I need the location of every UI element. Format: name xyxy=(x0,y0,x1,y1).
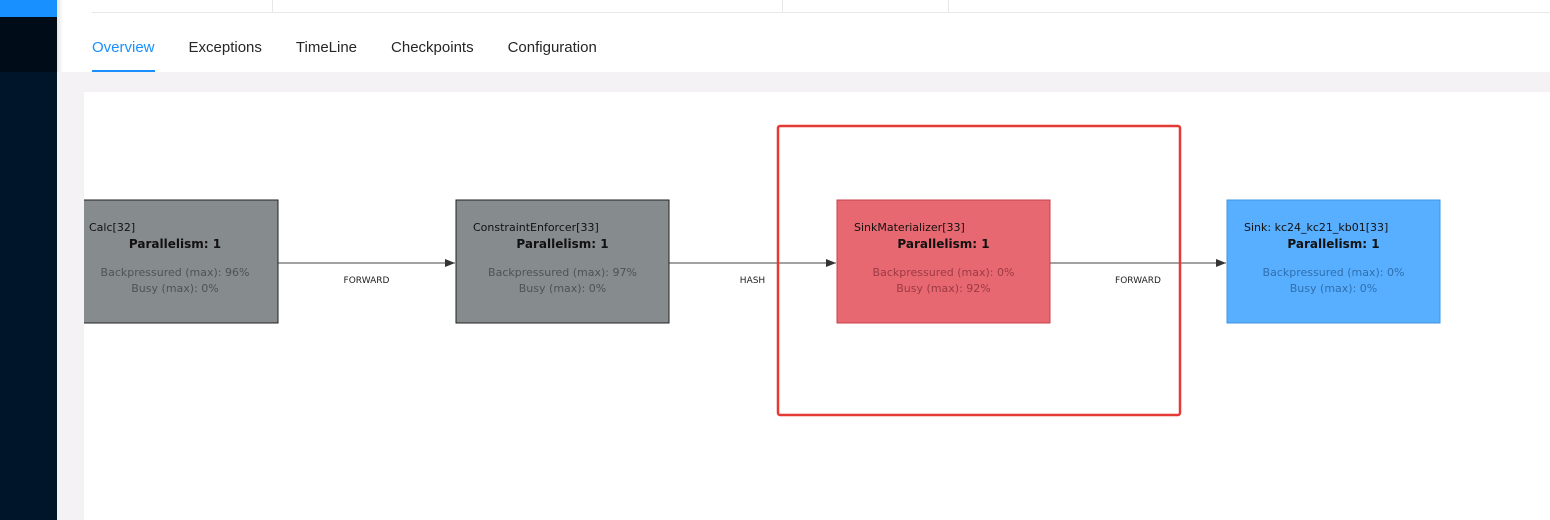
operator-node-box[interactable] xyxy=(836,199,1051,324)
sidebar-submenu[interactable] xyxy=(0,17,57,72)
sidebar-active-item[interactable] xyxy=(0,0,57,17)
operator-name: ConstraintEnforcer[33] xyxy=(473,221,599,234)
edge-label-forward: FORWARD xyxy=(344,276,390,286)
tab-configuration[interactable]: Configuration xyxy=(507,39,597,56)
tab-checkpoints[interactable]: Checkpoints xyxy=(391,39,474,56)
operator-busy: Busy (max): 0% xyxy=(519,282,606,295)
operator-name: SinkMaterializer[33] xyxy=(854,221,965,234)
tab-overview[interactable]: Overview xyxy=(92,28,155,72)
job-summary-table xyxy=(92,0,1550,13)
sidebar xyxy=(0,0,57,520)
job-graph[interactable]: FORWARD HASH FORWARD Calc[32] Parallelism: 1… xyxy=(84,92,1550,520)
tab-timeline[interactable]: TimeLine xyxy=(295,39,358,56)
operator-name: Calc[32] xyxy=(89,221,135,234)
operator-backpressure: Backpressured (max): 97% xyxy=(488,266,637,279)
edge-label-hash: HASH xyxy=(740,276,765,286)
operator-backpressure: Backpressured (max): 96% xyxy=(101,266,250,279)
operator-node-sinkmat[interactable]: SinkMaterializer[33] Parallelism: 1 Backpr… xyxy=(836,199,1051,324)
highlight-annotation-box xyxy=(776,124,1182,417)
job-tabs: Overview Exceptions TimeLine Checkpoints… xyxy=(92,28,631,72)
operator-node-box[interactable] xyxy=(1226,199,1441,324)
operator-parallelism: Parallelism: 1 xyxy=(897,237,989,251)
table-divider xyxy=(948,0,949,13)
table-divider xyxy=(272,0,273,13)
edge-label-forward: FORWARD xyxy=(1115,276,1161,286)
operator-backpressure: Backpressured (max): 0% xyxy=(1263,266,1405,279)
job-graph-canvas[interactable]: FORWARD HASH FORWARD Calc[32] Parallelism: 1… xyxy=(84,92,1550,520)
operator-node-box[interactable] xyxy=(84,199,279,324)
operator-parallelism: Parallelism: 1 xyxy=(516,237,608,251)
operator-node-box[interactable] xyxy=(455,199,670,324)
table-divider xyxy=(782,0,783,13)
operator-busy: Busy (max): 0% xyxy=(1290,282,1377,295)
operator-node-constraint[interactable]: ConstraintEnforcer[33] Parallelism: 1 Back… xyxy=(455,199,670,324)
operator-busy: Busy (max): 92% xyxy=(896,282,990,295)
operator-name: Sink: kc24_kc21_kb01[33] xyxy=(1244,221,1388,234)
tab-exceptions[interactable]: Exceptions xyxy=(188,39,262,56)
operator-parallelism: Parallelism: 1 xyxy=(129,237,221,251)
operator-busy: Busy (max): 0% xyxy=(131,282,218,295)
operator-node-calc[interactable]: Calc[32] Parallelism: 1 Backpressured (max… xyxy=(84,199,279,324)
operator-node-sink[interactable]: Sink: kc24_kc21_kb01[33] Parallelism: 1 Ba… xyxy=(1226,199,1441,324)
operator-parallelism: Parallelism: 1 xyxy=(1287,237,1379,251)
operator-backpressure: Backpressured (max): 0% xyxy=(873,266,1015,279)
